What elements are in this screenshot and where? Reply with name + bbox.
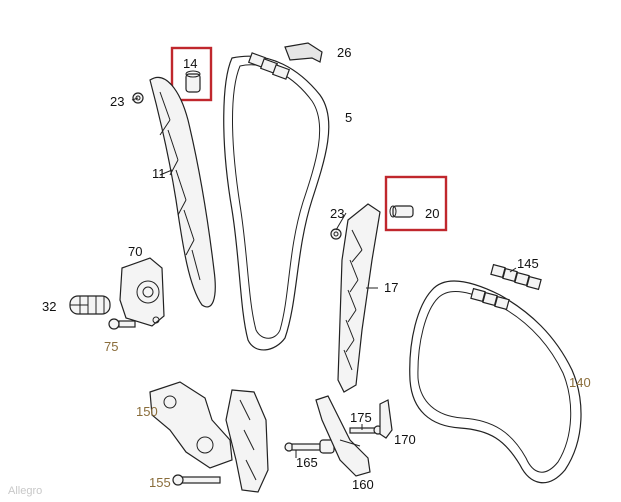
guide-rail-17 bbox=[337, 203, 381, 393]
highlight-box-20 bbox=[384, 175, 448, 232]
washer-23-right bbox=[330, 228, 342, 240]
callout-155: 155 bbox=[149, 475, 171, 490]
callout-165: 165 bbox=[296, 455, 318, 470]
sleeve-20 bbox=[389, 205, 414, 218]
callout-70: 70 bbox=[128, 244, 142, 259]
callout-175: 175 bbox=[350, 410, 372, 425]
oil-pump-chain-140 bbox=[409, 280, 582, 484]
callout-11: 11 bbox=[152, 166, 166, 181]
callout-75: 75 bbox=[104, 339, 118, 354]
callout-32: 32 bbox=[42, 299, 56, 314]
callout-17: 17 bbox=[384, 280, 398, 295]
bolt-175 bbox=[349, 425, 383, 435]
chain-tensioner-70 bbox=[119, 257, 165, 327]
leader-lines bbox=[70, 97, 517, 458]
callout-5: 5 bbox=[345, 110, 352, 125]
callout-20: 20 bbox=[425, 206, 439, 221]
bolt-155 bbox=[172, 474, 221, 486]
timing-chain-5 bbox=[223, 52, 330, 351]
tensioner-arm-150 bbox=[149, 381, 233, 469]
pin-165 bbox=[284, 439, 335, 454]
watermark: Allegro bbox=[8, 485, 42, 497]
callout-26: 26 bbox=[337, 45, 351, 60]
guide-rail-lower bbox=[225, 389, 269, 493]
chain-link-block bbox=[247, 52, 291, 80]
callout-150: 150 bbox=[136, 404, 158, 419]
callout-145: 145 bbox=[517, 256, 539, 271]
chain-link-145 bbox=[470, 263, 542, 311]
clip-26 bbox=[284, 42, 323, 63]
bolt-75 bbox=[108, 318, 136, 330]
highlight-box-14 bbox=[170, 46, 213, 102]
callout-14: 14 bbox=[183, 56, 197, 71]
callout-160: 160 bbox=[352, 477, 374, 492]
callout-140: 140 bbox=[569, 375, 591, 390]
sleeve-14 bbox=[185, 70, 201, 93]
callout-labels: 14 26 23 5 11 23 20 70 145 17 32 75 140 … bbox=[42, 45, 591, 492]
callout-23-left: 23 bbox=[110, 94, 124, 109]
bracket-170 bbox=[379, 399, 393, 439]
callout-170: 170 bbox=[394, 432, 416, 447]
callout-23-right: 23 bbox=[330, 206, 344, 221]
tensioner-blade-160 bbox=[315, 395, 371, 477]
